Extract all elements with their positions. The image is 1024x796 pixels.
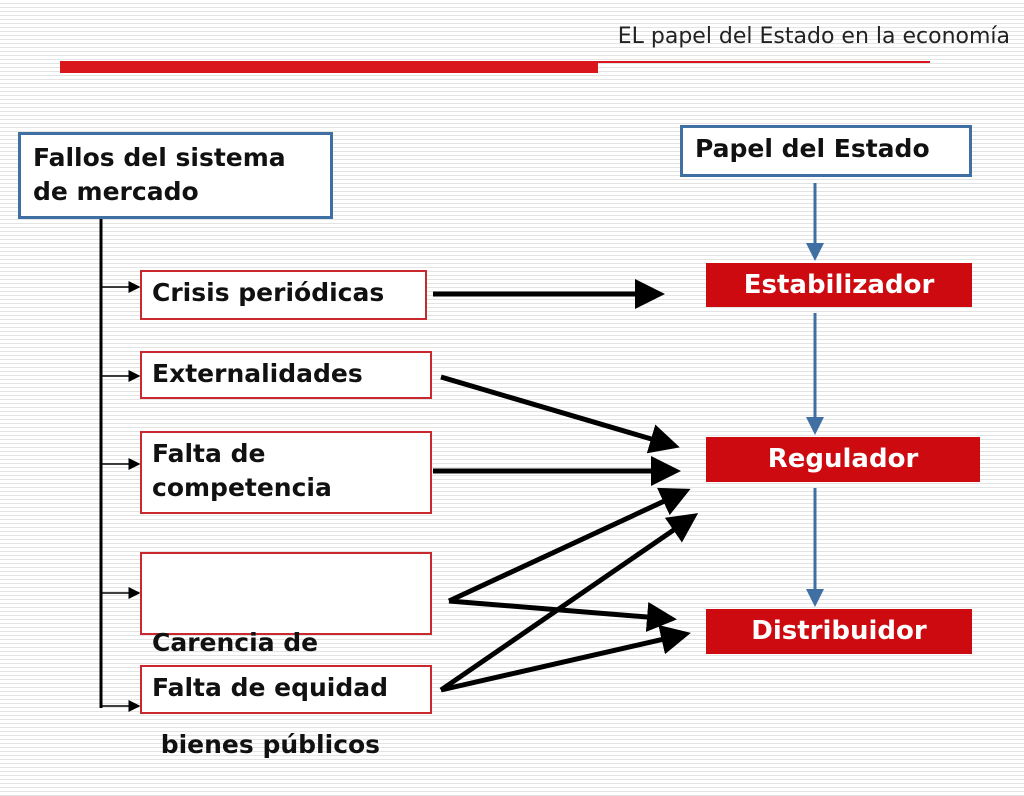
failure-box-competencia: Falta de competencia bbox=[140, 431, 432, 514]
role-distribuidor-label: Distribuidor bbox=[751, 616, 927, 646]
link-externalidades-regulador bbox=[440, 374, 680, 454]
link-equidad-distribuidor bbox=[440, 624, 691, 693]
slide-title: EL papel del Estado en la economía bbox=[617, 24, 1010, 49]
role-box-distribuidor: Distribuidor bbox=[706, 609, 972, 654]
failure-box-externalidades: Externalidades bbox=[140, 351, 432, 399]
link-equidad-regulador bbox=[439, 513, 699, 693]
failure-box-bienes: Carencia de bienes públicos bbox=[140, 552, 432, 759]
role-regulador-label: Regulador bbox=[767, 444, 919, 474]
failure-crisis-label: Crisis periódicas bbox=[152, 278, 385, 307]
failure-box-crisis: Crisis periódicas bbox=[140, 270, 427, 320]
state-title-box: Papel del Estado bbox=[680, 125, 972, 177]
failure-competencia-line-2: competencia bbox=[152, 473, 332, 502]
diagram-connectors bbox=[99, 183, 824, 712]
failure-externalidades-label: Externalidades bbox=[152, 359, 363, 388]
role-box-regulador: Regulador bbox=[706, 437, 980, 482]
failure-box-equidad: Falta de equidad bbox=[140, 665, 432, 714]
failure-equidad-label: Falta de equidad bbox=[152, 673, 389, 702]
failures-title-line-1: Fallos del sistema bbox=[33, 143, 286, 172]
title-underline-thin bbox=[598, 61, 930, 63]
role-estabilizador-label: Estabilizador bbox=[743, 270, 935, 300]
failure-bienes-line-1: Carencia de bbox=[152, 628, 319, 657]
link-bienes-regulador bbox=[447, 487, 691, 604]
state-title: Papel del Estado bbox=[695, 134, 930, 163]
failure-bienes-line-2: bienes públicos bbox=[152, 730, 381, 759]
role-box-estabilizador: Estabilizador bbox=[706, 263, 972, 307]
failures-title-box: Fallos del sistema de mercado bbox=[18, 132, 333, 219]
failure-competencia-line-1: Falta de bbox=[152, 439, 266, 468]
title-underline-thick bbox=[60, 61, 598, 73]
failures-title-line-2: de mercado bbox=[33, 177, 199, 206]
